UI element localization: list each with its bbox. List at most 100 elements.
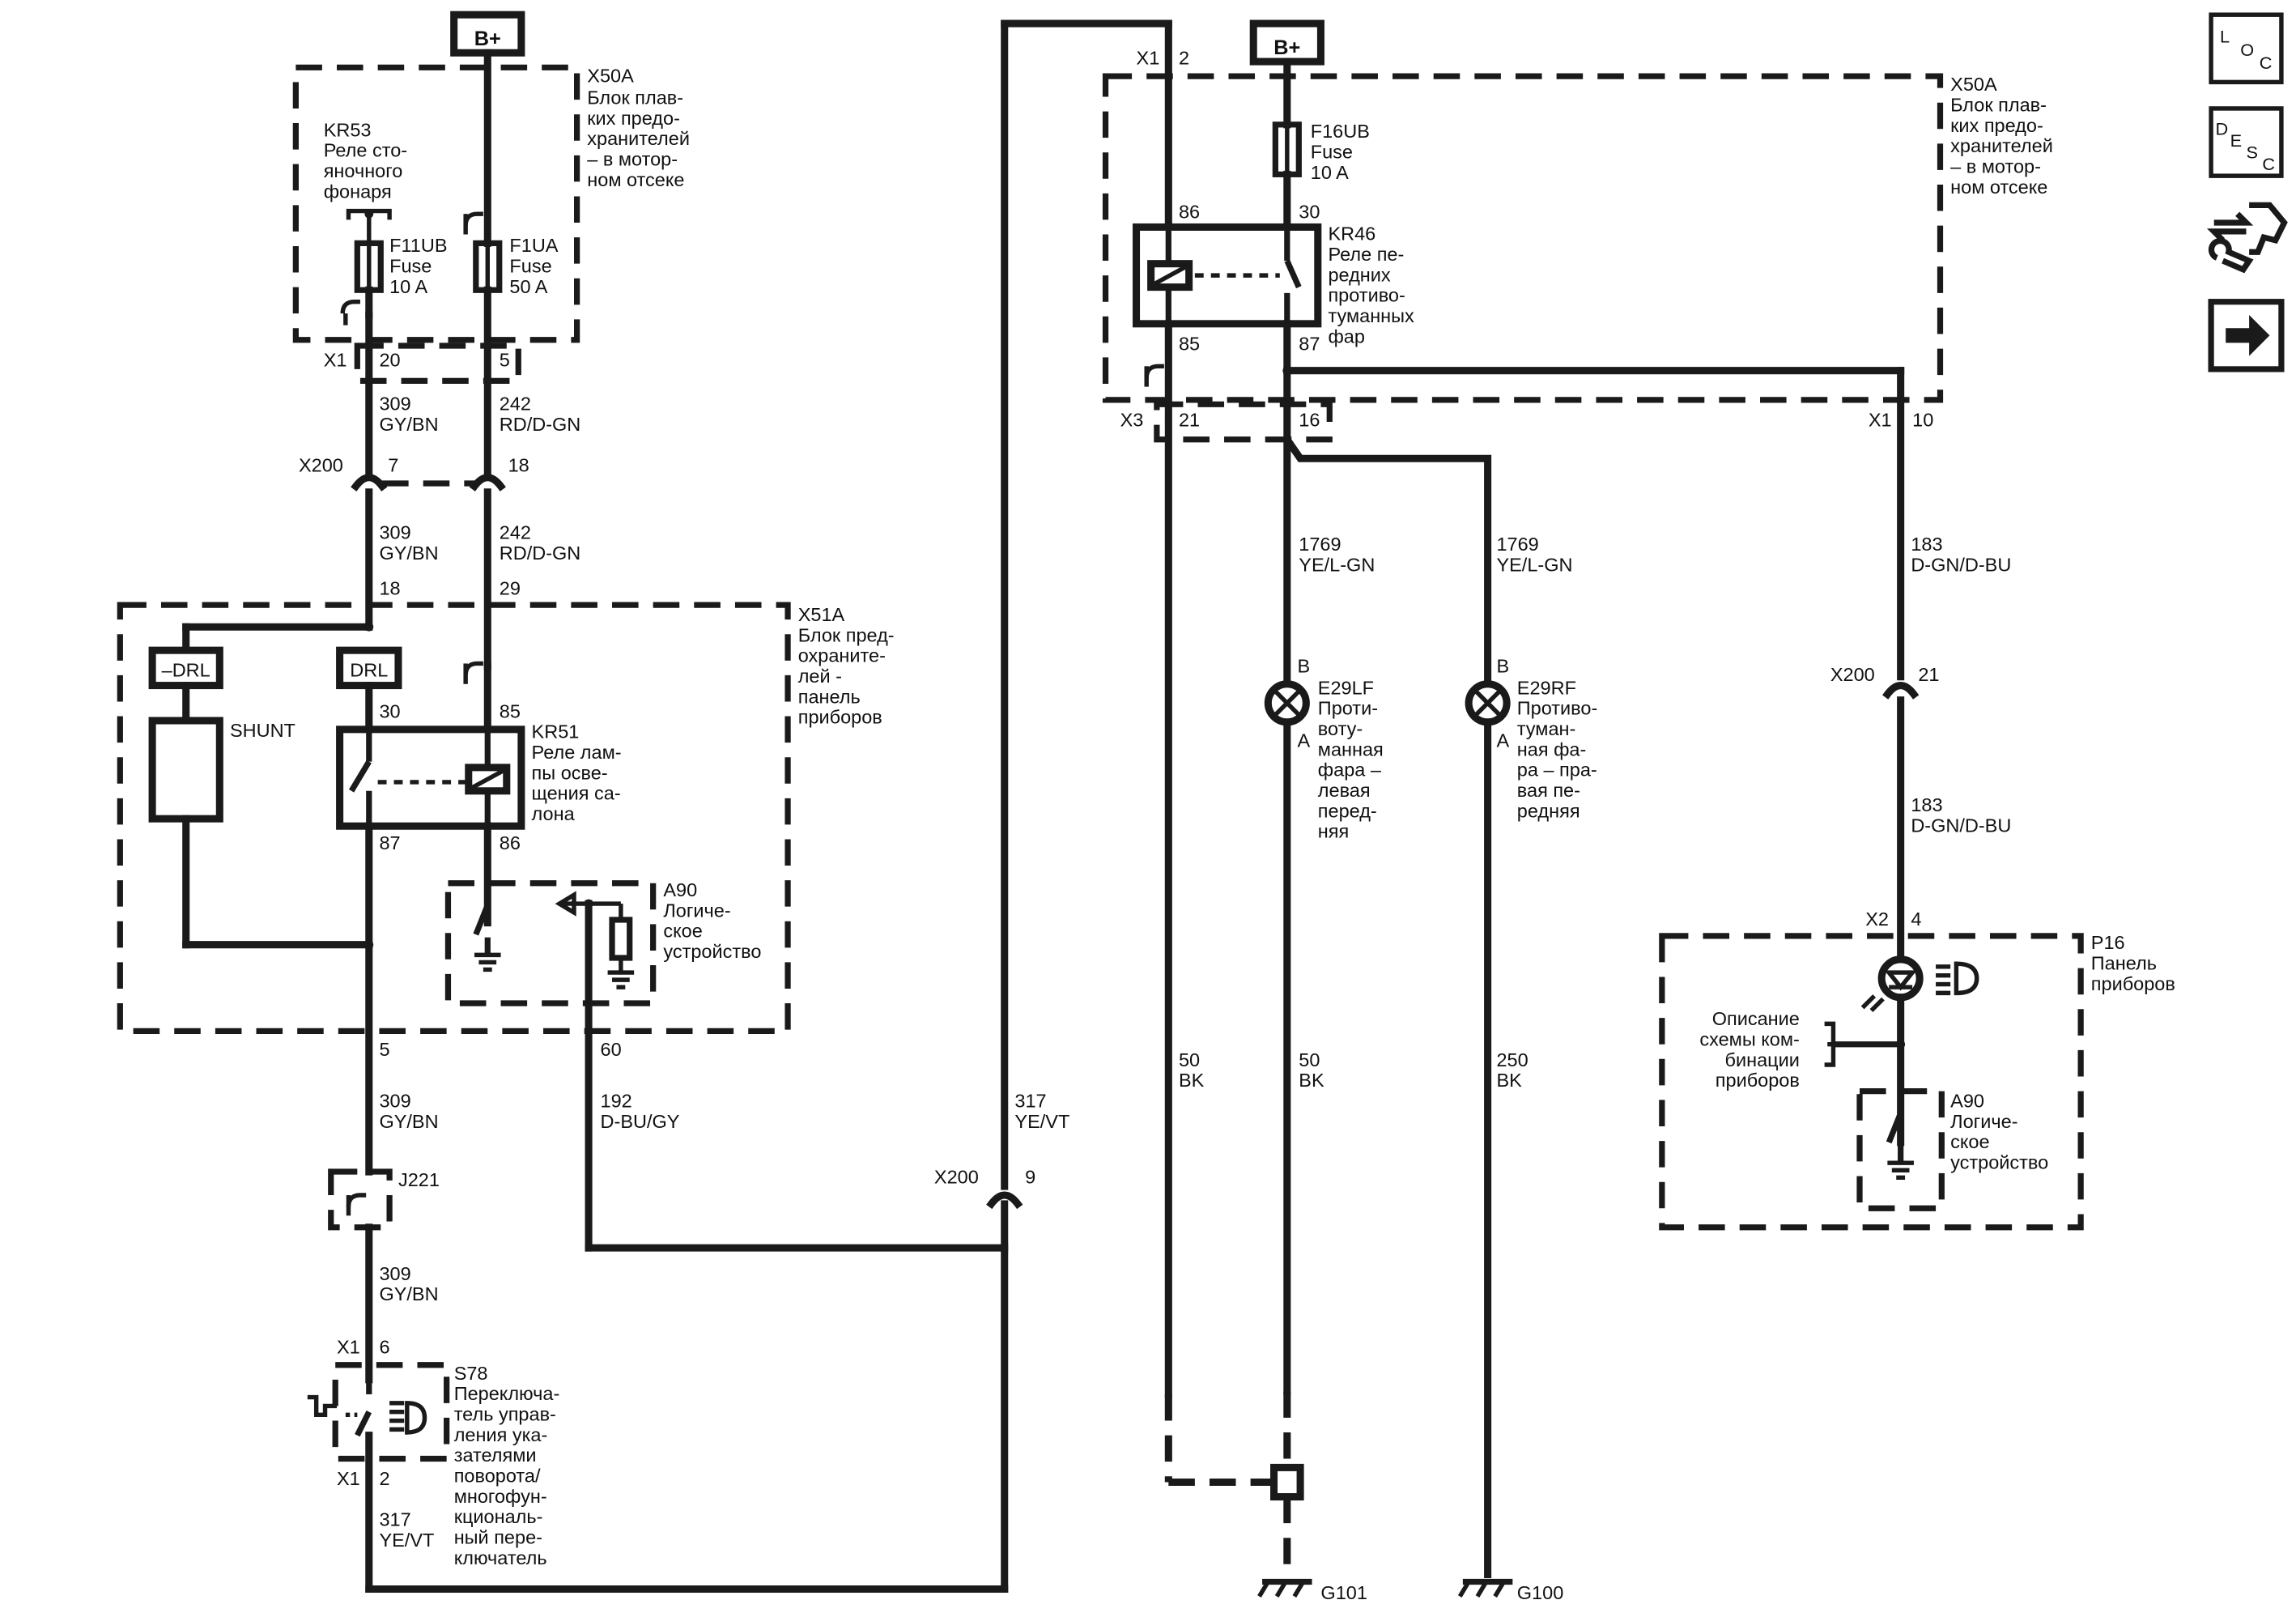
lamp-lf-label: E29LF xyxy=(1318,677,1374,698)
wire-242-color: RD/D-GN xyxy=(500,414,581,435)
led-emission-symbol xyxy=(1860,994,1885,1013)
lamp-lf-desc-line: фара – xyxy=(1318,760,1382,781)
wire-50-num: 50 xyxy=(1299,1049,1320,1070)
x51a-desc-line: приборов xyxy=(798,707,882,728)
kr46-connector-stub xyxy=(1144,364,1164,378)
wire-242-num: 242 xyxy=(500,394,531,415)
kr53-desc-line: фонаря xyxy=(324,181,392,202)
kr46-desc-line: туманных xyxy=(1328,305,1414,326)
kr46-pin-87: 87 xyxy=(1299,333,1320,354)
x1-pin-5: 5 xyxy=(500,349,510,370)
lamp-lf-desc-line: няя xyxy=(1318,821,1349,842)
kr51-desc-line: Реле лам- xyxy=(532,742,622,763)
p16-pin-4: 4 xyxy=(1911,908,1921,930)
x1-right-pin-10: 10 xyxy=(1912,409,1933,430)
wire-50-color: BK xyxy=(1179,1070,1205,1091)
x51a-desc-line: Блок пред- xyxy=(798,624,895,645)
kr51-pin-30: 30 xyxy=(379,700,400,721)
f1ua-connector-stub xyxy=(463,211,483,226)
kr51-label: KR51 xyxy=(532,721,580,743)
x200-left-pin-18: 18 xyxy=(508,455,529,476)
x50a-left-desc-line: ких предо- xyxy=(587,108,680,129)
next-arrow-button[interactable] xyxy=(2208,299,2285,372)
lamp-lf-desc-line: манная xyxy=(1318,738,1384,760)
j221-label: J221 xyxy=(398,1169,440,1190)
desc-letter: E xyxy=(2230,130,2242,151)
x50a-left-desc-line: – в мотор- xyxy=(587,148,678,169)
x3-pin-16: 16 xyxy=(1299,409,1320,430)
drl-box xyxy=(336,646,402,690)
logic-device-a90-right xyxy=(1856,1087,1945,1211)
f11ub-name: Fuse xyxy=(389,256,432,277)
s78-desc-line: зателями xyxy=(454,1445,537,1466)
f1ua-rating: 50 A xyxy=(509,276,547,297)
kr51-pin-85: 85 xyxy=(500,700,521,721)
kr53-junction-dot xyxy=(364,209,374,219)
a90-left-resistor xyxy=(609,917,633,961)
lamp-lf-pin-b: B xyxy=(1297,655,1310,676)
wire-250-num: 250 xyxy=(1496,1049,1528,1070)
wire-1769-num: 1769 xyxy=(1299,534,1341,555)
kr51-contact xyxy=(348,760,372,793)
a90-left-desc-line: устройство xyxy=(663,941,761,962)
lamp-lf-pin-a: A xyxy=(1297,730,1310,751)
kr51-pin-87: 87 xyxy=(379,832,400,853)
wire-1769-num: 1769 xyxy=(1496,534,1538,555)
f11ub-label: F11UB xyxy=(389,235,447,256)
wire-309-num: 309 xyxy=(379,1263,410,1284)
description-button[interactable]: D E S C xyxy=(2209,106,2284,178)
kr46-pin-86: 86 xyxy=(1179,202,1200,223)
a90-left-desc-line: Логиче- xyxy=(663,900,730,921)
x50a-right-desc-line: – в мотор- xyxy=(1950,156,2041,177)
s78-pin-2: 2 xyxy=(379,1468,389,1489)
switch-s78 xyxy=(332,1362,450,1462)
s78-contact xyxy=(355,1411,372,1437)
x200-right-label: X200 xyxy=(1830,664,1875,685)
s78-label: S78 xyxy=(454,1363,488,1384)
wire-1769-right xyxy=(1282,434,1492,687)
drl-label: DRL xyxy=(350,660,388,681)
fuse-block-x50a-right xyxy=(1102,73,1944,403)
s78-desc-line: ный пере- xyxy=(454,1526,542,1547)
x51a-desc-line: охраните- xyxy=(798,645,886,666)
x200-left-connector-b xyxy=(469,474,506,491)
wire-317-num: 317 xyxy=(379,1509,410,1530)
right-circuit: B+ X50A Блок плав- ких предо- хранителей… xyxy=(1102,19,2175,1603)
x200-mid-label: X200 xyxy=(934,1167,979,1188)
kr46-desc-line: фар xyxy=(1328,326,1364,347)
p16-desc-line: Панель xyxy=(2091,952,2157,973)
p16-x2-label: X2 xyxy=(1865,908,1889,930)
x51a-pin-60: 60 xyxy=(601,1039,622,1060)
ground-g100-label: G100 xyxy=(1517,1582,1564,1603)
wire-309-color: GY/BN xyxy=(379,543,438,564)
wire-309-num: 309 xyxy=(379,522,410,543)
navigation-icons: L O C D E S C xyxy=(2206,12,2288,372)
battery-plus-label-left: B+ xyxy=(474,28,501,50)
fog-lamp-icon xyxy=(405,1401,427,1435)
s78-desc-line: ключатель xyxy=(454,1547,547,1568)
wire-50-color: BK xyxy=(1299,1070,1324,1091)
location-button[interactable]: L O C xyxy=(2209,12,2284,85)
wire-317-num: 317 xyxy=(1014,1090,1046,1111)
wire-1769-color: YE/L-GN xyxy=(1299,554,1375,575)
cluster-bracket xyxy=(1824,1021,1836,1067)
wire-309-color: GY/BN xyxy=(379,1283,438,1304)
f11ub-rating: 10 A xyxy=(389,276,427,297)
cluster-desc-line: бинации xyxy=(1725,1049,1800,1070)
wire-317-color: YE/VT xyxy=(379,1530,434,1551)
wire-192-num: 192 xyxy=(601,1090,632,1111)
cluster-desc-line: приборов xyxy=(1716,1070,1800,1091)
f1ua-name: Fuse xyxy=(509,256,551,277)
lamp-rf-desc-line: ра – пра- xyxy=(1517,760,1597,781)
s78-desc-line: кциональ- xyxy=(454,1506,543,1527)
lamp-lf-desc-line: воту- xyxy=(1318,718,1363,739)
kr53-connector-stub xyxy=(340,299,360,326)
x200-right-pin-21: 21 xyxy=(1918,664,1939,685)
wire-309-color: GY/BN xyxy=(379,1111,438,1132)
s78-x1-top-label: X1 xyxy=(337,1336,360,1357)
desc-letter: S xyxy=(2247,142,2258,162)
x200-left-label: X200 xyxy=(299,455,343,476)
x50a-right-desc-line: хранителей xyxy=(1950,135,2053,156)
f1ua-label: F1UA xyxy=(509,235,558,256)
connector-wrench-icon[interactable] xyxy=(2206,202,2288,274)
